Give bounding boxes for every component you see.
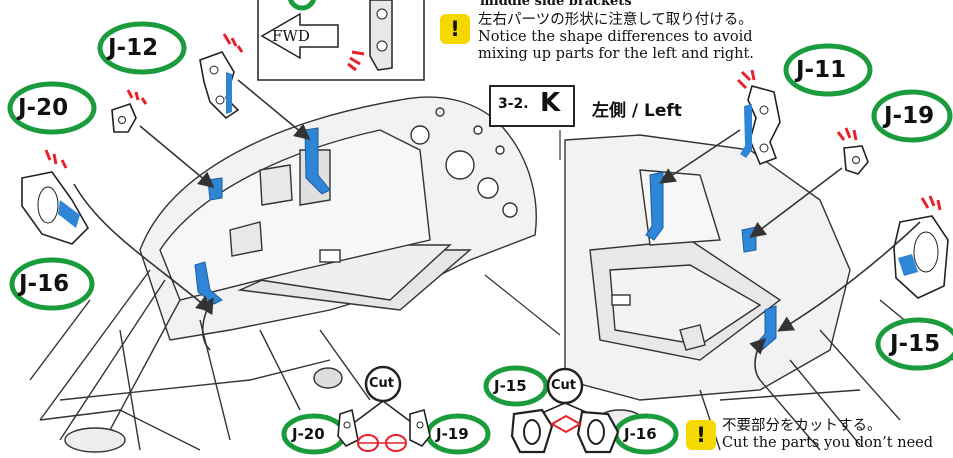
cut-label-j16: J-16 [624,425,657,443]
cut-diagram-j20-j19 [337,365,431,452]
step-number: 3-2. [498,96,529,112]
part-j16-drawing [21,171,89,245]
part-j19-drawing [843,145,869,175]
fwd-inset [257,0,425,81]
step-letter: K [540,88,561,118]
label-j12: J-12 [108,35,159,61]
notice-shape-en-1: Notice the shape differences to avoid [478,29,753,45]
cut-diagram-j15-j16 [510,367,620,454]
fwd-label: FWD [272,27,310,45]
label-j16: J-16 [19,271,70,297]
label-j20: J-20 [18,95,69,121]
cut-label-j19: J-19 [436,425,469,443]
label-j15: J-15 [890,331,941,357]
top-cut-text: middle side brackets [480,0,632,9]
warning-icon: ! [686,420,716,450]
label-j11: J-11 [796,57,847,83]
warning-icon: ! [440,14,470,44]
left-chassis [29,96,537,453]
step-box [489,85,575,127]
part-j12-drawing [199,51,240,120]
red-highlight-marks [347,50,365,72]
part-j20-drawing [111,103,137,133]
notice-shape-jp: 左右パーツの形状に注意して取り付ける。 [478,12,753,28]
notice-shape-en-2: mixing up parts for the left and right. [478,46,754,62]
cut-label-j15: J-15 [494,377,527,395]
right-chassis [564,134,953,451]
cut-label-j20: J-20 [292,425,325,443]
notice-cut-jp: 不要部分をカットする。 [722,418,882,434]
cut-icon-right: Cut [551,378,577,393]
fwd-arrow-icon [260,12,339,60]
part-j15-drawing [893,215,949,299]
label-j19: J-19 [884,103,935,129]
placement-arrows [139,79,843,238]
part-j11-drawing [740,85,781,166]
cut-icon-left: Cut [369,376,395,391]
notice-cut-en: Cut the parts you don’t need [722,435,934,451]
label-rings [7,21,953,455]
installed-parts-left [194,127,331,305]
step-side-title: 左側 / Left [592,101,682,121]
